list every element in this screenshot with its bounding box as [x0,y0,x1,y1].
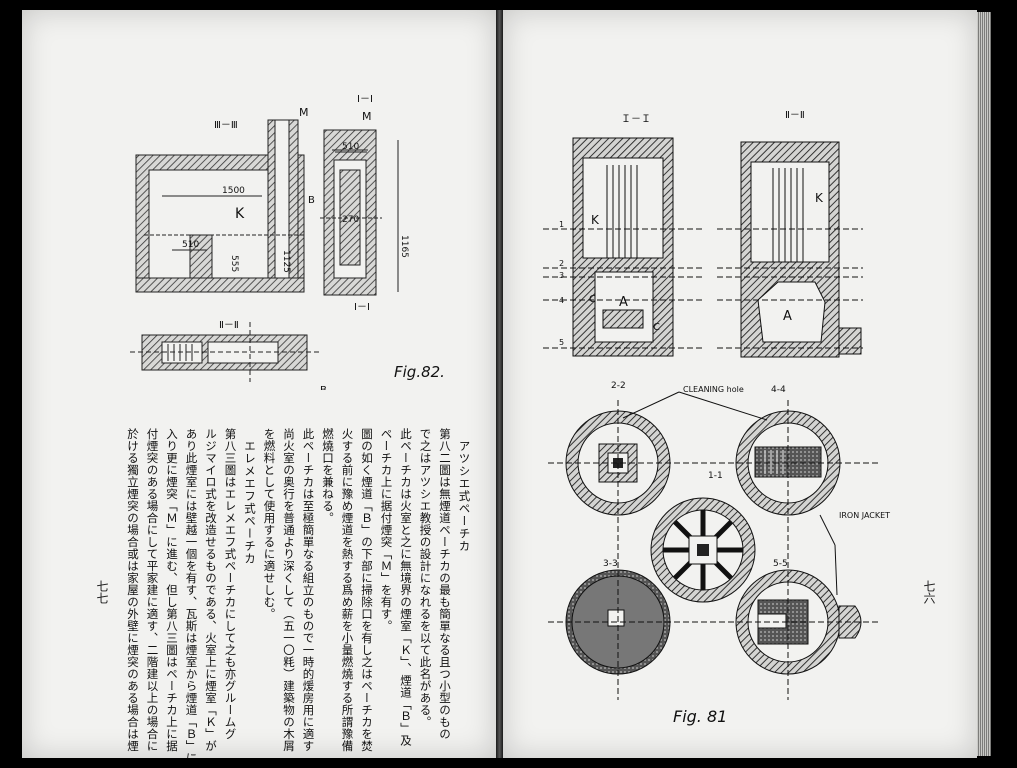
book-gutter [496,10,503,758]
figure-82: Ⅲ－Ⅲ Ⅰ－Ⅰ Ⅰ－Ⅰ Ⅱ－Ⅱ M M K B B 1500 510 510 1… [130,94,445,390]
level-2: 2 [559,259,564,268]
level-1: 1 [559,220,564,229]
circle-label-3-3: 3-3 [603,559,618,569]
dimension-1500: 1500 [222,186,245,196]
section-i-i-elevation [543,137,703,357]
section-i-i-drawing [320,129,382,296]
left-page: Ⅲ－Ⅲ Ⅰ－Ⅰ Ⅰ－Ⅰ Ⅱ－Ⅱ M M K B B 1500 510 510 1… [22,10,496,758]
text-line: 入り更に煙突「Ｍ」に進む、但し第八三圖はペーチカ上に据 [165,428,179,752]
label-c-right: C [653,322,660,333]
page-number-left: 七七 [95,580,109,604]
label-k: K [235,206,245,222]
text-line: を燃料として使用するに適せしむ。 [262,428,277,620]
label-b-plan: B [320,385,327,390]
label-k-ii: K [815,191,824,205]
callout-cleaning-hole: CLEANING hole [683,385,744,394]
level-5: 5 [559,338,564,347]
circle-label-5-5: 5-5 [773,559,788,569]
text-line: 此ペーチカは至極簡單なる組立のもので一時的煖房用に適す [301,428,316,752]
callout-iron-jacket: IRON JACKET [839,511,890,520]
section-label-ii: Ⅱ－Ⅱ [219,320,239,331]
section-label-iii: Ⅲ－Ⅲ [214,120,238,131]
right-page: Ｉ－Ｉ Ⅱ－Ⅱ K K A A C C 1 2 3 4 5 2-2 4-4 1-… [503,10,977,758]
text-line: 火する前に豫め煙道を熱する爲め薪を小量燃燒する所謂豫備 [340,428,355,752]
label-c-left: C [589,294,596,305]
text-line: 第八二圖は無煙道ペーチカの最も簡單なる且つ小型のもの [438,428,452,740]
section-heading: エレメエフ式ペーチカ [243,440,257,565]
plan-5-5 [735,569,862,675]
page-number-right: 七六 [922,580,936,604]
dimension-1125: 1125 [281,250,291,273]
dimension-1165: 1165 [399,235,409,258]
circle-label-4-4: 4-4 [771,385,786,395]
text-line: ルジマイロ式を改造せるものである、火室上に煙室「Ｋ」が [204,428,218,752]
section-label-ii-ii: Ⅱ－Ⅱ [785,110,805,121]
text-line: 圖の如く煙道「Ｂ」の下部に掃除口を有し之はペーチカを焚 [360,428,374,752]
section-iii-iii-drawing [135,119,305,293]
circle-label-1-1: 1-1 [708,471,723,481]
plan-1-1 [650,497,756,603]
text-line: 此ペーチカは火室と之に無境界の煙室「Ｋ」、煙道「Ｂ」及 [399,428,413,747]
label-a-i: A [619,295,628,310]
text-line: 第八三圖はエレメエフ式ペーチカにして之も亦グルームグ [223,428,238,740]
section-ii-ii-elevation [717,141,863,358]
text-line: で之はアツシエ教授の設計になれるを以て此名がある。 [418,428,433,728]
dimension-510-firebox: 510 [182,240,199,250]
text-line: あり此煙室には壁越一個を有す、瓦斯は煙室から煙道「Ｂ」に [184,428,199,758]
figure-81: Ｉ－Ｉ Ⅱ－Ⅱ K K A A C C 1 2 3 4 5 2-2 4-4 1-… [543,110,890,726]
section-label-i-bottom: Ⅰ－Ⅰ [354,302,370,313]
dimension-510-column: 510 [342,142,359,152]
section-label-i-top: Ⅰ－Ⅰ [357,94,373,105]
text-line: 於ける獨立煙突の場合或は家屋の外壁に煙突のある場合は煙 [126,428,140,752]
section-label-i-i: Ｉ－Ｉ [621,114,651,125]
label-a-ii: A [783,309,792,324]
text-line: 付煙突のある場合にして平家建に適す、二階建以上の場合に [145,428,160,752]
dimension-555: 555 [229,255,239,272]
section-heading: アツシエ式ペーチカ [457,440,472,553]
text-line: 燃燒口を兼ねる。 [321,428,335,524]
section-ii-ii-drawing [130,322,320,382]
level-4: 4 [559,296,564,305]
text-line: 尚火室の奥行を普通より深くして（五一〇粍）建築物の木屑 [282,428,296,752]
label-k-i: K [591,213,600,227]
label-b-section: B [308,195,315,206]
figure-81-caption: Fig. 81 [673,707,727,726]
text-line: ペーチカ上に据付煙突「Ｍ」を有す。 [379,428,394,632]
label-m-left: M [299,106,309,119]
label-m-right: M [362,110,372,123]
circle-label-2-2: 2-2 [611,381,626,391]
dimension-270: 270 [342,215,359,225]
page-edges [977,12,991,756]
level-3: 3 [559,271,564,280]
figure-82-caption: Fig.82. [394,363,445,381]
